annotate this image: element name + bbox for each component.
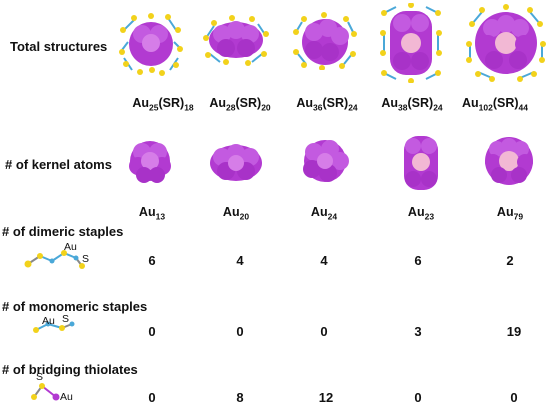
structure-au36 — [292, 12, 358, 70]
au36-structure-image — [293, 12, 357, 70]
formula-au38: Au38(SR)24 — [381, 96, 443, 113]
bridging-value-au28: 8 — [236, 390, 244, 405]
kernel-label-au24: Au24 — [310, 205, 338, 222]
bridging-value-au38: 0 — [414, 390, 422, 405]
bridging-au-symbol: Au — [60, 391, 73, 403]
kernel-label-au13: Au13 — [138, 205, 166, 222]
structure-au25 — [118, 12, 184, 76]
formula-au36: Au36(SR)24 — [296, 96, 358, 113]
monomeric-value-au102: 19 — [506, 324, 522, 339]
bridging-value-au25: 0 — [148, 390, 156, 405]
dimeric-value-au25: 6 — [148, 253, 156, 268]
kernel-label-au79: Au79 — [496, 205, 524, 222]
formula-au25: Au25(SR)18 — [132, 96, 194, 113]
bridging-value-au102: 0 — [510, 390, 518, 405]
au102-structure-image — [466, 4, 546, 82]
au79-kernel-image — [485, 137, 533, 185]
dimeric-au-symbol: Au — [64, 241, 77, 253]
row-label-total-structures: Total structures — [10, 39, 108, 54]
au23-kernel-image — [404, 136, 438, 190]
bridging-s-symbol: S — [36, 371, 44, 383]
bridging-value-au36: 12 — [318, 390, 334, 405]
row-label-kernel-atoms: # of kernel atoms — [5, 157, 112, 172]
row-label-monomeric-staples: # of monomeric staples — [2, 299, 148, 314]
dimeric-value-au38: 6 — [414, 253, 422, 268]
kernel-au23 — [401, 133, 441, 193]
structure-au102 — [466, 4, 546, 82]
structure-au38 — [380, 3, 442, 83]
kernel-au20 — [208, 141, 264, 183]
bridging-thiolate-icon — [31, 383, 60, 401]
au25-structure-image — [119, 13, 183, 76]
dimeric-value-au28: 4 — [236, 253, 244, 268]
bridging-thiolate-motif: S Au — [30, 371, 74, 404]
au38-structure-image — [380, 3, 442, 83]
kernel-au79 — [481, 135, 537, 187]
monomeric-staple-icon — [33, 321, 75, 333]
dimeric-value-au36: 4 — [320, 253, 328, 268]
monomeric-value-au28: 0 — [236, 324, 244, 339]
au20-kernel-image — [210, 144, 262, 181]
formula-au28: Au28(SR)20 — [209, 96, 271, 113]
formula-au102: Au102(SR)44 — [461, 96, 529, 113]
monomeric-staple-motif: Au S — [28, 313, 88, 336]
row-label-dimeric-staples: # of dimeric staples — [2, 224, 124, 239]
kernel-label-au23: Au23 — [407, 205, 435, 222]
kernel-label-au20: Au20 — [222, 205, 250, 222]
au13-kernel-image — [129, 141, 171, 183]
row-label-bridging-thiolates: # of bridging thiolates — [2, 362, 138, 377]
dimeric-staple-icon — [24, 250, 85, 269]
dimeric-s-symbol: S — [82, 253, 90, 265]
monomeric-s-symbol: S — [62, 313, 70, 325]
kernel-au13 — [126, 137, 174, 185]
monomeric-value-au25: 0 — [148, 324, 156, 339]
dimeric-staple-motif: Au S — [22, 241, 102, 270]
monomeric-value-au36: 0 — [320, 324, 328, 339]
structure-au28 — [202, 14, 270, 66]
kernel-au24 — [300, 137, 350, 185]
monomeric-value-au38: 3 — [414, 324, 422, 339]
monomeric-au-symbol: Au — [42, 315, 55, 327]
dimeric-value-au102: 2 — [506, 253, 514, 268]
au28-structure-image — [203, 15, 269, 66]
au24-kernel-image — [303, 140, 349, 182]
